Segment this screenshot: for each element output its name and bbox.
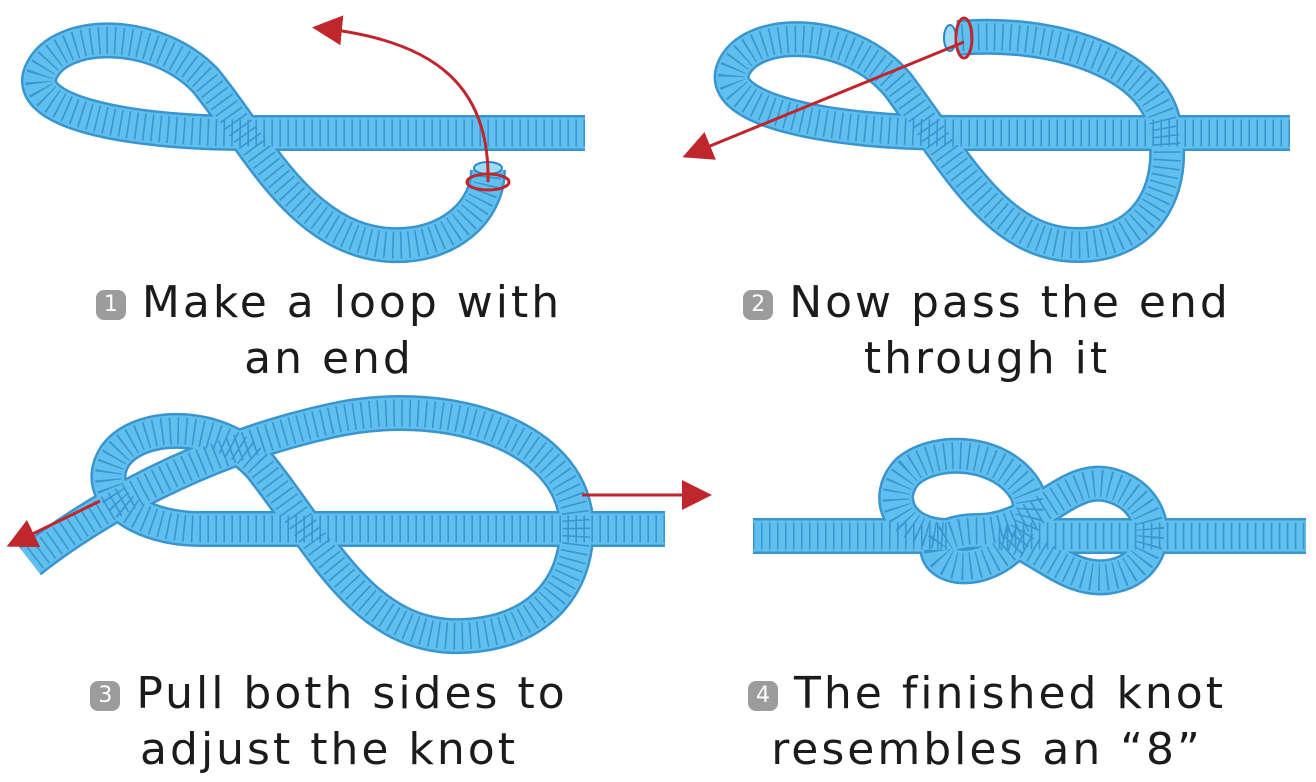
- step-1-illustration: [21, 15, 585, 264]
- caption-line-2: through it: [863, 333, 1111, 384]
- caption-line-1: Now pass the end: [789, 277, 1231, 328]
- caption-line-2: adjust the knot: [140, 724, 518, 775]
- rope: [18, 395, 665, 655]
- step-1-caption: 1 Make a loop with an end: [0, 275, 658, 387]
- step-2-panel: 2 Now pass the end through it: [658, 0, 1316, 391]
- rope: [753, 437, 1306, 596]
- step-1-panel: 1 Make a loop with an end: [0, 0, 658, 391]
- step-3-panel: 3 Pull both sides to adjust the knot: [0, 391, 712, 782]
- step-3-caption: 3 Pull both sides to adjust the knot: [0, 666, 658, 778]
- direction-arrow: [312, 15, 490, 183]
- rope: [713, 16, 1290, 263]
- direction-arrow: [682, 40, 965, 160]
- step-4-illustration: [753, 437, 1306, 596]
- step-4-caption: 4 The finished knot resembles an “8”: [658, 666, 1316, 778]
- step-number-badge: 2: [743, 290, 774, 320]
- caption-line-2: an end: [244, 333, 414, 384]
- rope: [21, 22, 585, 264]
- caption-line-1: Make a loop with: [141, 277, 563, 328]
- step-number-badge: 1: [95, 290, 126, 320]
- step-number-badge: 4: [748, 681, 778, 711]
- caption-line-1: The finished knot: [794, 668, 1226, 719]
- caption-line-2: resembles an “8”: [771, 724, 1203, 775]
- step-2-illustration: [682, 16, 1290, 263]
- left-pull-arrow: [6, 499, 101, 547]
- step-4-panel: 4 The finished knot resembles an “8”: [658, 391, 1316, 782]
- caption-line-1: Pull both sides to: [136, 668, 568, 719]
- step-3-illustration: [6, 395, 712, 655]
- step-2-caption: 2 Now pass the end through it: [658, 275, 1316, 387]
- step-number-badge: 3: [90, 681, 121, 711]
